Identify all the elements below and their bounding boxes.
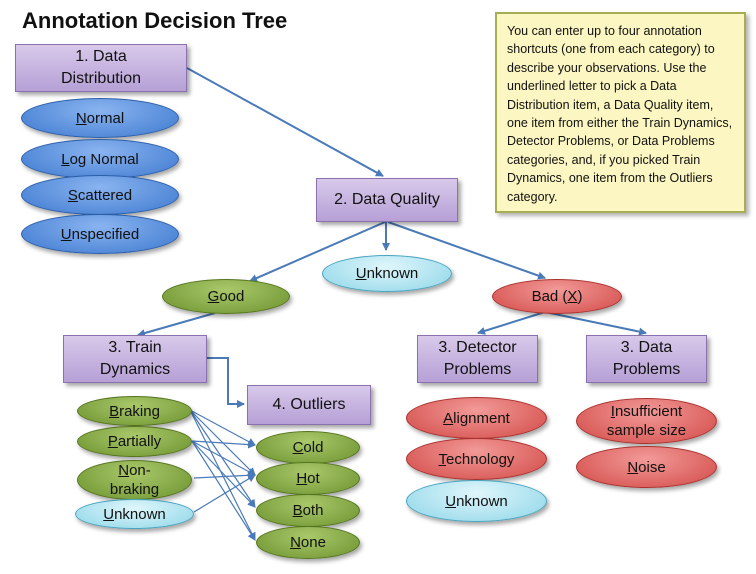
category-label: 4. Outliers <box>272 396 346 413</box>
option-label: Noise <box>627 458 666 476</box>
option-log-normal[interactable]: Log Normal <box>21 139 179 179</box>
option-non-braking[interactable]: Non-braking <box>77 460 192 500</box>
category-label: 1. Data Distribution <box>60 48 142 87</box>
option-alignment[interactable]: Alignment <box>406 397 547 439</box>
instructions-note: You can enter up to four annotation shor… <box>495 12 746 213</box>
arrow-quality-to-bad <box>387 221 546 280</box>
option-braking[interactable]: Braking <box>77 396 192 426</box>
option-noise[interactable]: Noise <box>576 446 717 488</box>
option-label: Non-braking <box>109 462 160 498</box>
arrow-good-to-train <box>137 312 216 337</box>
arrow-train-to-outliers <box>207 357 245 408</box>
option-hot[interactable]: Hot <box>256 462 360 495</box>
option-label: None <box>290 534 326 551</box>
option-train-unknown[interactable]: Unknown <box>75 499 194 529</box>
category-outliers: 4. Outliers <box>247 385 371 425</box>
category-label: 3. Train Dynamics <box>99 339 171 378</box>
option-label: Normal <box>75 109 125 127</box>
option-label: Insufficient sample size <box>606 403 687 439</box>
category-train-dynamics: 3. Train Dynamics <box>63 335 207 383</box>
option-partially[interactable]: Partially <box>77 426 192 457</box>
option-technology[interactable]: Technology <box>406 438 547 480</box>
option-label: Scattered <box>67 186 133 204</box>
arrow-bad-to-detector <box>477 311 546 335</box>
option-quality-unknown[interactable]: Unknown <box>322 255 452 292</box>
option-label: Technology <box>438 450 515 468</box>
option-bad[interactable]: Bad (X) <box>492 279 622 314</box>
option-normal[interactable]: Normal <box>21 98 179 138</box>
option-label: Both <box>292 502 324 519</box>
option-unspecified[interactable]: Unspecified <box>21 214 179 254</box>
option-label: Unspecified <box>60 225 140 243</box>
option-label: Unknown <box>103 505 166 523</box>
option-good[interactable]: Good <box>162 279 290 314</box>
option-scattered[interactable]: Scattered <box>21 175 179 215</box>
option-insufficient-sample-size[interactable]: Insufficient sample size <box>576 398 717 444</box>
option-label: Unknown <box>445 492 508 510</box>
category-label: 3. Detector Problems <box>438 339 517 378</box>
category-data-problems: 3. Data Problems <box>586 335 707 383</box>
category-label: 3. Data Problems <box>612 339 681 378</box>
category-label: 2. Data Quality <box>334 191 440 208</box>
option-both[interactable]: Both <box>256 494 360 527</box>
train-to-outlier-connectors <box>189 409 256 541</box>
option-label: Log Normal <box>61 150 139 168</box>
option-label: Braking <box>109 402 160 420</box>
category-data-distribution: 1. Data Distribution <box>15 44 187 92</box>
option-label: Bad (X) <box>531 288 583 305</box>
arrow-distribution-to-quality <box>186 67 384 177</box>
option-label: Unknown <box>355 265 419 282</box>
option-label: Alignment <box>443 409 510 427</box>
category-data-quality: 2. Data Quality <box>316 178 458 222</box>
category-detector-problems: 3. Detector Problems <box>417 335 538 383</box>
option-label: Good <box>207 288 245 305</box>
option-detector-unknown[interactable]: Unknown <box>406 480 547 522</box>
arrow-quality-to-good <box>249 221 386 282</box>
arrow-bad-to-dataproblems <box>544 311 647 336</box>
option-label: Hot <box>296 470 320 487</box>
diagram-title: Annotation Decision Tree <box>22 8 288 33</box>
option-none[interactable]: None <box>256 526 360 559</box>
option-label: Cold <box>292 439 324 456</box>
option-cold[interactable]: Cold <box>256 431 360 464</box>
option-label: Partially <box>107 433 162 450</box>
